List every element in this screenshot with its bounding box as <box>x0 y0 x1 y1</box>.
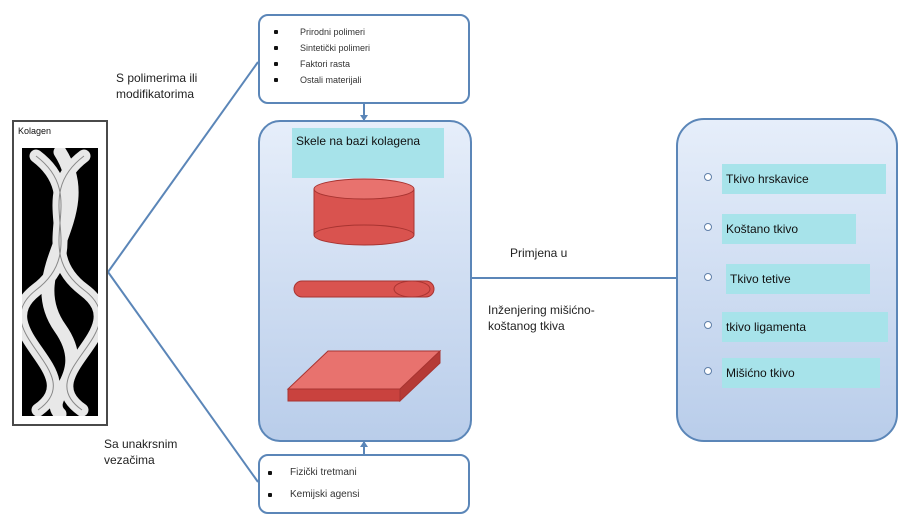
bullet-circle-icon <box>704 173 712 181</box>
scaffold-panel-title: Skele na bazi kolagena <box>292 128 444 178</box>
bullet-circle-icon <box>704 273 712 281</box>
rod-scaffold-shape <box>293 280 435 298</box>
list-item: Koštano tkivo <box>678 214 898 244</box>
list-item: Kemijski agensi <box>260 484 468 506</box>
scaffold-shapes <box>286 178 442 403</box>
tissue-label: Mišićno tkivo <box>722 358 880 388</box>
bullet-circle-icon <box>704 223 712 231</box>
crosslinkers-list-box: Fizički tretmani Kemijski agensi <box>258 454 470 514</box>
list-item: Tkivo hrskavice <box>678 164 898 194</box>
list-item: Tkivo tetive <box>678 264 898 294</box>
collagen-box: Kolagen <box>12 120 108 426</box>
tissue-panel: Tkivo hrskavice Koštano tkivo Tkivo teti… <box>676 118 898 442</box>
list-item: Faktori rasta <box>266 56 468 72</box>
list-item: Ostali materijali <box>266 72 468 88</box>
tissue-label: Tkivo tetive <box>726 264 870 294</box>
label-with-crosslinkers: Sa unakrsnim vezačima <box>104 437 178 467</box>
tissue-label: tkivo ligamenta <box>722 312 888 342</box>
list-item: Fizički tretmani <box>260 462 468 484</box>
tissue-label: Koštano tkivo <box>722 214 856 244</box>
cylinder-scaffold-shape <box>313 178 415 246</box>
label-application: Primjena u <box>510 246 568 260</box>
bullet-circle-icon <box>704 321 712 329</box>
collagen-triple-helix-image <box>22 148 98 416</box>
modifiers-list-box: Prirodni polimeri Sintetički polimeri Fa… <box>258 14 470 104</box>
label-musculoskeletal-engineering: Inženjering mišićno- koštanog tkiva <box>488 303 595 333</box>
label-with-polymers: S polimerima ili modifikatorima <box>116 71 198 101</box>
list-item: Sintetički polimeri <box>266 40 468 56</box>
collagen-title: Kolagen <box>18 126 52 136</box>
list-item: Mišićno tkivo <box>678 358 898 388</box>
list-item: tkivo ligamenta <box>678 312 898 342</box>
list-item: Prirodni polimeri <box>266 24 468 40</box>
sheet-scaffold-shape <box>286 349 442 403</box>
tissue-label: Tkivo hrskavice <box>722 164 886 194</box>
bullet-circle-icon <box>704 367 712 375</box>
